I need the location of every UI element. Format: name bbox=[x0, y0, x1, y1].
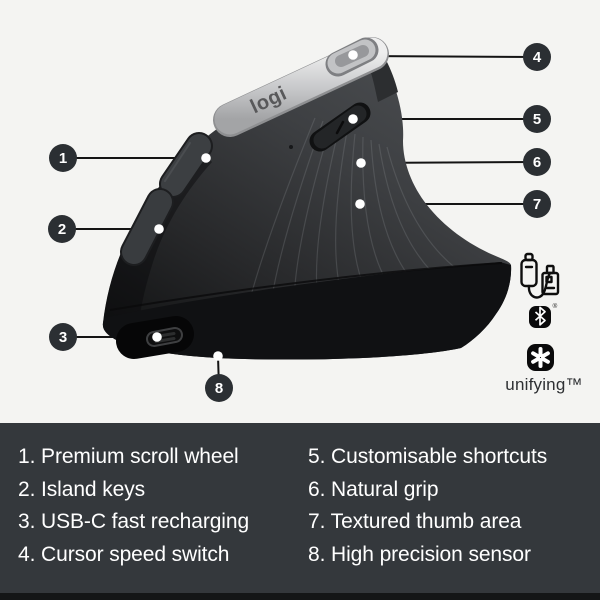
callout-dots bbox=[152, 50, 366, 361]
callout-badge-1: 1 bbox=[49, 144, 77, 172]
callout-badge-7: 7 bbox=[523, 190, 551, 218]
legend-panel: 1. Premium scroll wheel 2. Island keys 3… bbox=[0, 423, 600, 600]
callout-badge-4: 4 bbox=[523, 43, 551, 71]
key-highlight bbox=[164, 142, 191, 182]
island-key-upper bbox=[161, 134, 211, 196]
callout-lines bbox=[62, 55, 538, 389]
callout-badge-3: 3 bbox=[49, 323, 77, 351]
island-keys bbox=[120, 132, 213, 266]
legend-item-2: 2. Island keys bbox=[18, 477, 145, 501]
legend-item-1: 1. Premium scroll wheel bbox=[18, 445, 239, 468]
unifying-icon bbox=[527, 344, 554, 371]
callout-dot-5 bbox=[348, 114, 358, 124]
connectivity-icons: ® bbox=[520, 252, 560, 371]
island-key-lower bbox=[122, 190, 172, 264]
callout-dot-1 bbox=[201, 153, 211, 163]
battery-led bbox=[289, 145, 293, 149]
registered-mark: ® bbox=[553, 302, 558, 310]
callout-dot-8 bbox=[213, 351, 223, 361]
base-seam bbox=[109, 262, 503, 311]
mouse-base bbox=[102, 262, 512, 360]
legend-column-right: 5. Customisable shortcuts 6. Natural gri… bbox=[308, 441, 547, 572]
callout-badge-5: 5 bbox=[523, 105, 551, 133]
footer-strip bbox=[0, 593, 600, 600]
legend-item-8: 8. High precision sensor bbox=[308, 543, 531, 567]
usb-c-cable-icon bbox=[520, 252, 560, 299]
bluetooth-icon: ® bbox=[529, 302, 558, 328]
mouse-body: logi bbox=[102, 37, 512, 360]
legend-column-left: 1. Premium scroll wheel 2. Island keys 3… bbox=[18, 441, 249, 572]
switch-notch bbox=[335, 120, 345, 135]
callout-dot-4 bbox=[348, 50, 358, 60]
callout-dot-2 bbox=[154, 224, 164, 234]
legend-item-3: 3. USB-C fast recharging bbox=[18, 510, 250, 534]
legend-item-4: 4. Cursor speed switch bbox=[18, 543, 230, 567]
callout-badge-2: 2 bbox=[48, 215, 76, 243]
legend-item-6: 6. Natural grip bbox=[308, 477, 439, 501]
callout-dot-6 bbox=[356, 158, 366, 168]
callout-badge-8: 8 bbox=[205, 374, 233, 402]
callout-dot-7 bbox=[355, 199, 365, 209]
unifying-label: unifying™ bbox=[505, 375, 583, 394]
legend-item-5: 5. Customisable shortcuts bbox=[308, 445, 548, 468]
mouse-illustration: logi bbox=[62, 37, 560, 389]
callout-badge-6: 6 bbox=[523, 148, 551, 176]
callout-dot-3 bbox=[152, 332, 162, 342]
legend-item-7: 7. Textured thumb area bbox=[308, 510, 522, 534]
